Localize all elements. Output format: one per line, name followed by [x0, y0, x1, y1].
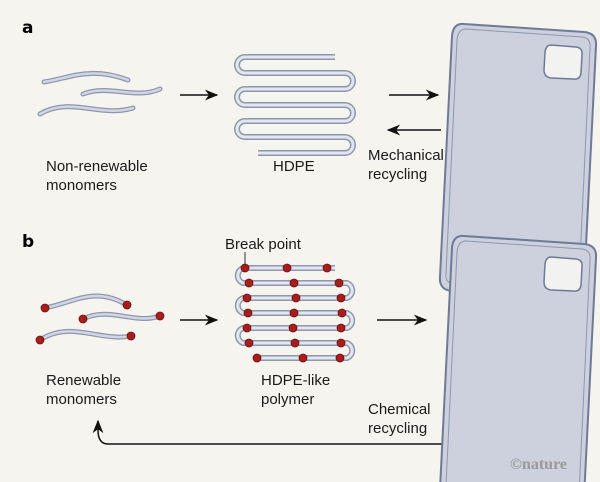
break-point-dot	[252, 353, 262, 363]
renewable-monomers-label: Renewable monomers	[46, 372, 122, 408]
monomer-strand	[41, 71, 131, 85]
break-point-dot	[336, 293, 346, 303]
panel-label-a: a	[22, 18, 34, 38]
monomers-a	[37, 71, 163, 117]
break-point-dot	[40, 303, 50, 313]
monomers-b	[35, 293, 165, 345]
break-point-dot	[35, 335, 45, 345]
break-point-dot	[336, 338, 346, 348]
phone-case-product-b	[438, 234, 598, 482]
nature-credit: ©nature	[510, 456, 567, 473]
break-point-dot	[334, 278, 344, 288]
break-point-dot	[335, 353, 345, 363]
break-point-dot	[337, 308, 347, 318]
break-point-dot	[242, 323, 252, 333]
monomer-strand	[37, 104, 136, 117]
break-point-dot	[244, 338, 254, 348]
break-point-dot	[282, 263, 292, 273]
break-point-label: Break point	[225, 236, 301, 253]
monomer-strand	[40, 293, 132, 313]
panel-label-b: b	[22, 232, 35, 252]
break-point-dot	[126, 331, 136, 341]
break-point-dot	[290, 338, 300, 348]
break-point-dot	[155, 311, 165, 321]
hdpe-like-polymer	[234, 263, 356, 363]
break-point-dot	[289, 278, 299, 288]
hdpe-label: HDPE	[273, 158, 315, 175]
monomer-strand	[78, 311, 165, 324]
hdpe-like-polymer-label: HDPE-like polymer	[261, 372, 331, 408]
monomer-strand	[35, 328, 136, 345]
break-point-dot	[288, 323, 298, 333]
hdpe-polymer	[234, 54, 356, 156]
break-point-dot	[291, 293, 301, 303]
break-point-dot	[298, 353, 308, 363]
break-point-dot	[242, 293, 252, 303]
break-point-dot	[322, 263, 332, 273]
break-point-dot	[243, 308, 253, 318]
mechanical-recycling-label: Mechanical recycling	[368, 147, 444, 183]
break-point-dot	[289, 308, 299, 318]
break-point-dot	[122, 300, 132, 310]
chemical-recycling-label: Chemical recycling	[368, 401, 431, 437]
break-point-dot	[336, 323, 346, 333]
break-point-dot	[78, 314, 88, 324]
non-renewable-monomers-label: Non-renewable monomers	[46, 158, 148, 194]
break-point-dot	[244, 278, 254, 288]
monomer-strand	[80, 86, 163, 97]
